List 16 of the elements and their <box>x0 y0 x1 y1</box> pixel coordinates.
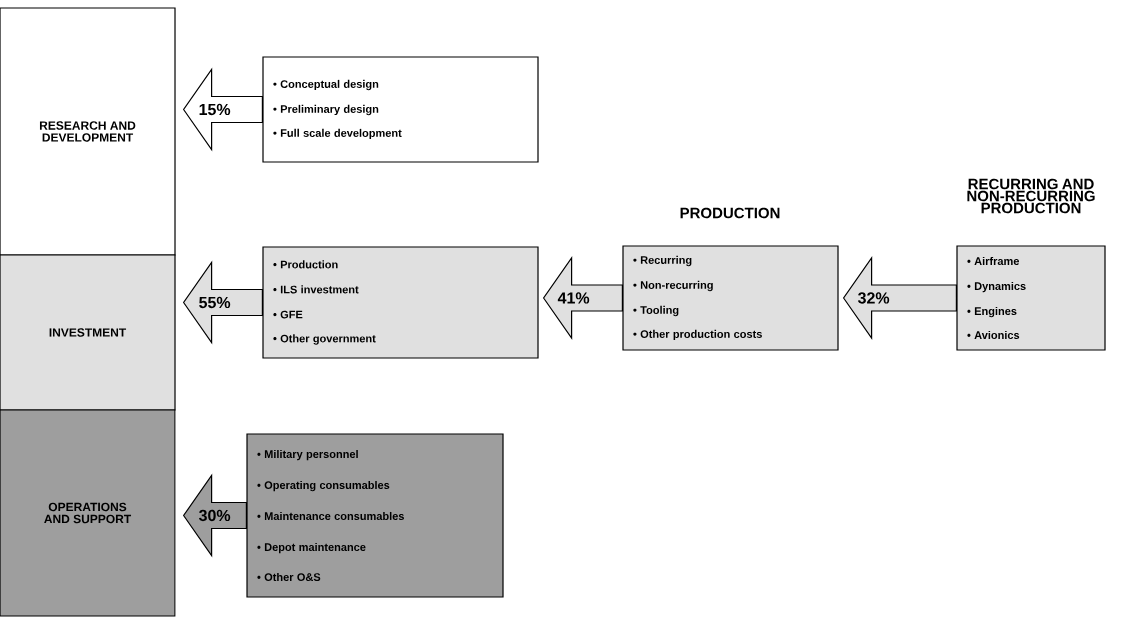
category-band: OPERATIONS AND SUPPORT <box>0 409 176 617</box>
list-box: • Military personnel • Operating consumables • Maintenance consumables • Depot maintenance • Other O&S <box>246 433 504 598</box>
list-box: • Conceptual design • Preliminary design • Full scale development <box>262 56 539 163</box>
category-band: INVESTMENT <box>0 254 176 411</box>
edge-label: 32% <box>856 291 891 305</box>
list-box: • Airframe • Dynamics • Engines • Avionics <box>956 245 1106 351</box>
heading: PRODUCTION <box>680 207 780 219</box>
list-box: • Production • ILS investment • GFE • Other government <box>262 246 539 359</box>
node-label: • Non-recurring <box>633 280 713 292</box>
node-label: • Recurring <box>633 255 692 267</box>
edge-label: 41% <box>556 291 591 305</box>
list-box: • Recurring • Non-recurring • Tooling • Other production costs <box>622 245 839 351</box>
node-label: • Other production costs <box>633 329 762 341</box>
category-band: RESEARCH AND DEVELOPMENT <box>0 7 176 256</box>
heading: RECURRING AND NON-RECURRING PRODUCTION <box>967 178 1095 214</box>
node-label: • Tooling <box>633 305 679 317</box>
